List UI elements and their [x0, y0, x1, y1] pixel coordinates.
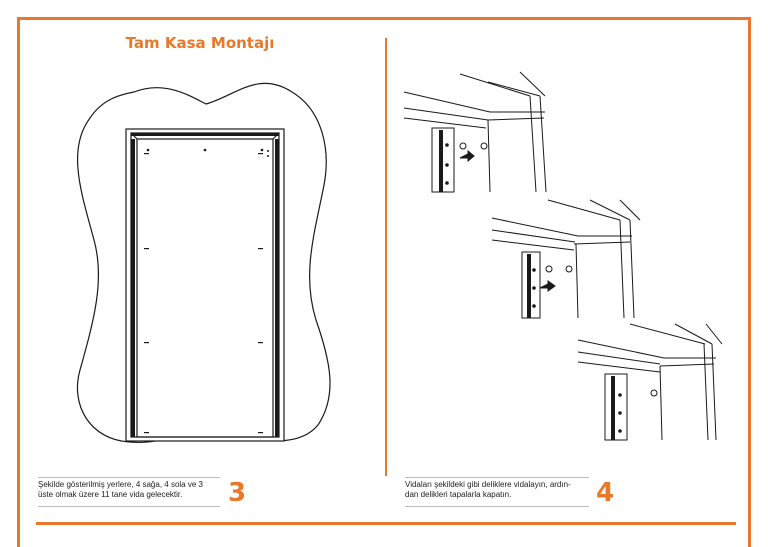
- screw-icon: [258, 248, 263, 250]
- caption-rule-bottom: [405, 506, 589, 507]
- caption-rule-top: [405, 477, 589, 478]
- screw-hole-icon: [480, 142, 488, 150]
- arrow-right-icon: [459, 149, 475, 163]
- screw-icon: [650, 389, 658, 397]
- step-4-caption-line1: Vidaları şekildeki gibi deliklere vidala…: [405, 480, 571, 489]
- detail-view-3: [577, 323, 723, 441]
- step-4-caption: Vidaları şekildeki gibi deliklere vidala…: [405, 480, 595, 500]
- screw-icon: [144, 248, 149, 250]
- detail-view-1: [403, 71, 547, 193]
- step-3-caption: Şekilde gösterilmiş yerlere, 4 sağa, 4 s…: [38, 480, 216, 500]
- screw-icon: [144, 153, 149, 155]
- step-4-caption-line2: dan delikleri tapalarla kapatın.: [405, 490, 512, 499]
- detail-view-2: [491, 199, 641, 319]
- page-frame: [17, 17, 751, 547]
- screw-icon: [144, 432, 149, 434]
- arrow-right-icon: [539, 280, 556, 292]
- door-frame-inner: [136, 138, 274, 438]
- screw-icon: [144, 342, 149, 344]
- screw-hole-icon: [565, 265, 573, 273]
- screw-icon: [258, 153, 263, 155]
- screw-markers: [144, 148, 269, 434]
- step-3-caption-line2: üste olmak üzere 11 tane vida gelecektir…: [38, 490, 183, 499]
- door-frame-illustration: [76, 82, 331, 443]
- step-4-number: 4: [596, 478, 615, 508]
- screw-hole-icon: [459, 142, 467, 150]
- screw-hole-icon: [545, 265, 553, 273]
- caption-rule-bottom: [38, 506, 220, 507]
- door-frame-outer: [125, 128, 285, 442]
- step-3-caption-line1: Şekilde gösterilmiş yerlere, 4 sağa, 4 s…: [38, 480, 203, 489]
- screw-icon: [258, 342, 263, 344]
- screw-icon: [258, 432, 263, 434]
- step-3-number: 3: [228, 478, 247, 508]
- column-divider: [385, 38, 387, 476]
- screw-icon: [203, 148, 207, 152]
- bottom-rule: [36, 522, 736, 525]
- page-title: Tam Kasa Montajı: [125, 34, 275, 52]
- screw-icon: [260, 148, 264, 152]
- caption-rule-top: [38, 477, 220, 478]
- screw-icon: [146, 148, 150, 152]
